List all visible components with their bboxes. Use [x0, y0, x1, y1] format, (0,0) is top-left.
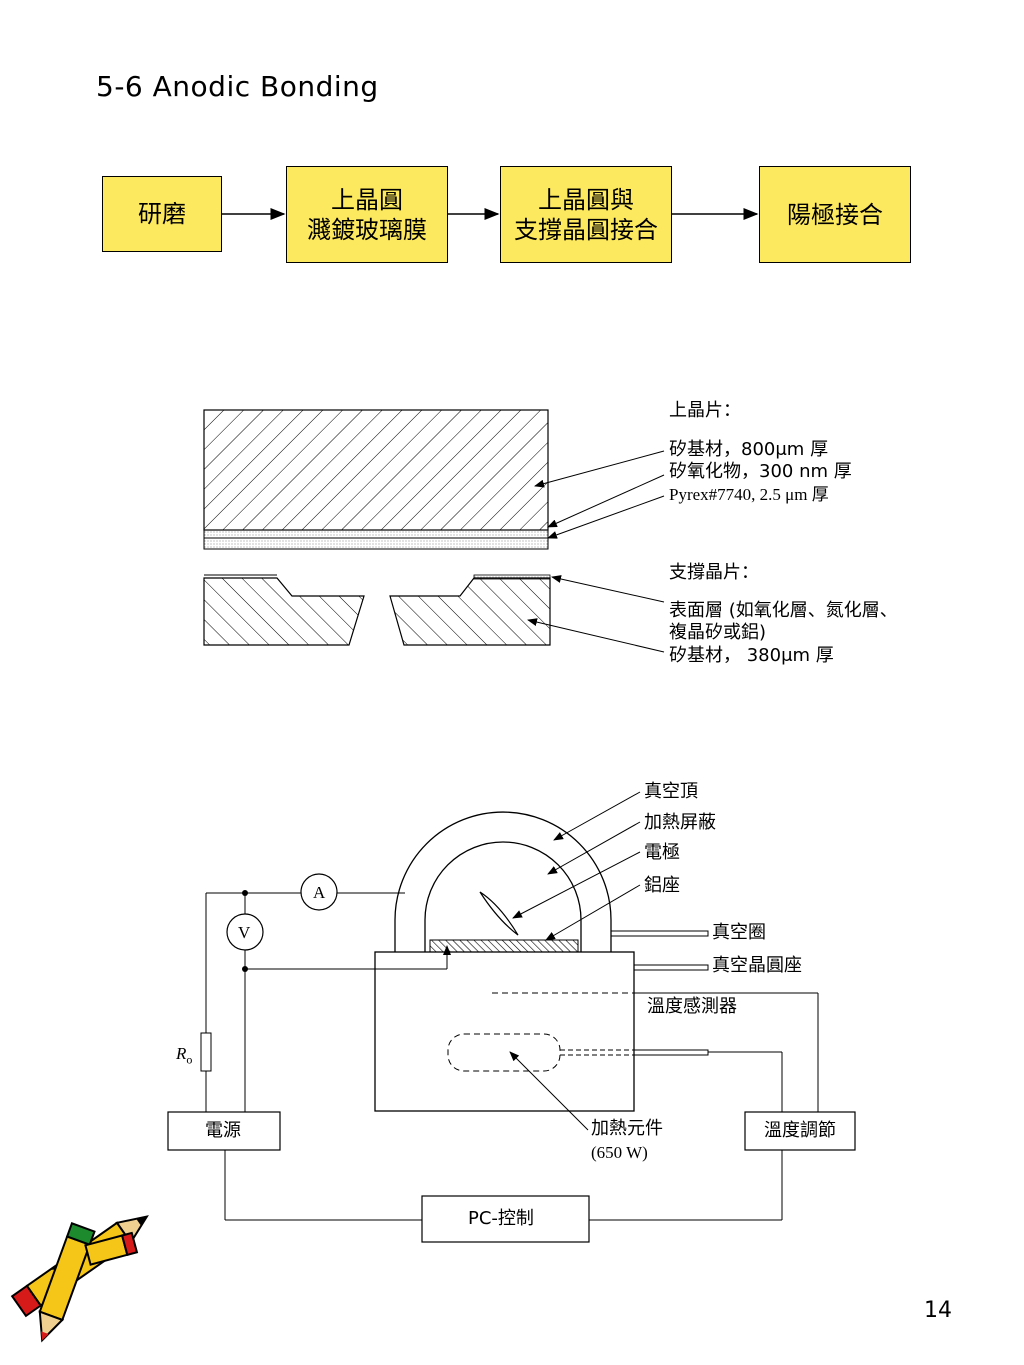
- pc-control-label: PC-控制: [468, 1208, 534, 1229]
- electrode-label: 電極: [644, 842, 680, 863]
- vacuum-top-label: 真空頂: [644, 781, 698, 802]
- flow-step-label: 上晶圓與: [538, 185, 634, 214]
- power-supply-label: 電源: [205, 1120, 241, 1141]
- vacuum-wafer-seat-label: 真空晶圓座: [712, 955, 802, 976]
- resistor-subscript: o: [186, 1052, 193, 1067]
- temp-sensor-label: 溫度感測器: [647, 996, 737, 1017]
- voltmeter-symbol: V: [238, 923, 251, 942]
- support-wafer-item: 矽基材， 380μm 厚: [669, 645, 834, 666]
- vacuum-ring-label: 真空圈: [712, 922, 766, 943]
- support-wafer-diagram: [203, 574, 551, 646]
- wafer-leader-lines: [527, 450, 665, 653]
- upper-wafer-diagram: [203, 409, 549, 550]
- flow-step-bond-support: 上晶圓與 支撐晶圓接合: [500, 166, 672, 263]
- heater-power-label: (650 W): [591, 1143, 648, 1162]
- flow-step-label: 陽極接合: [787, 200, 883, 229]
- page-number: 14: [924, 1298, 952, 1323]
- upper-wafer-item: 矽氧化物，300 nm 厚: [669, 461, 852, 482]
- support-wafer-item: 複晶矽或鋁): [669, 622, 767, 643]
- al-seat-label: 鋁座: [644, 875, 680, 896]
- flow-step-label: 濺鍍玻璃膜: [307, 215, 427, 244]
- flow-step-grind: 研磨: [102, 176, 222, 252]
- ammeter-symbol: A: [313, 883, 326, 902]
- flow-step-label: 上晶圓: [331, 185, 403, 214]
- support-wafer-item: 表面層 (如氧化層、氮化層、: [669, 600, 898, 621]
- flow-step-anodic-bond: 陽極接合: [759, 166, 911, 263]
- flow-step-sputter-glass: 上晶圓 濺鍍玻璃膜: [286, 166, 448, 263]
- resistor-symbol: R: [176, 1044, 187, 1063]
- anodic-bonding-apparatus: [167, 791, 856, 1243]
- flow-step-label: 研磨: [138, 200, 186, 228]
- pencils-clipart-icon: [10, 1215, 149, 1343]
- slide-title: 5-6 Anodic Bonding: [96, 70, 379, 103]
- upper-wafer-item: 矽基材，800μm 厚: [669, 439, 829, 460]
- upper-wafer-heading: 上晶片：: [669, 400, 741, 421]
- temp-control-label: 溫度調節: [764, 1120, 836, 1141]
- heat-shield-label: 加熱屏蔽: [644, 812, 716, 833]
- heater-label: 加熱元件: [591, 1118, 663, 1139]
- upper-wafer-item: Pyrex#7740, 2.5 μm 厚: [669, 485, 829, 504]
- flow-step-label: 支撐晶圓接合: [514, 215, 658, 244]
- resistor-label: Ro: [176, 1043, 192, 1070]
- support-wafer-heading: 支撐晶片：: [669, 562, 759, 583]
